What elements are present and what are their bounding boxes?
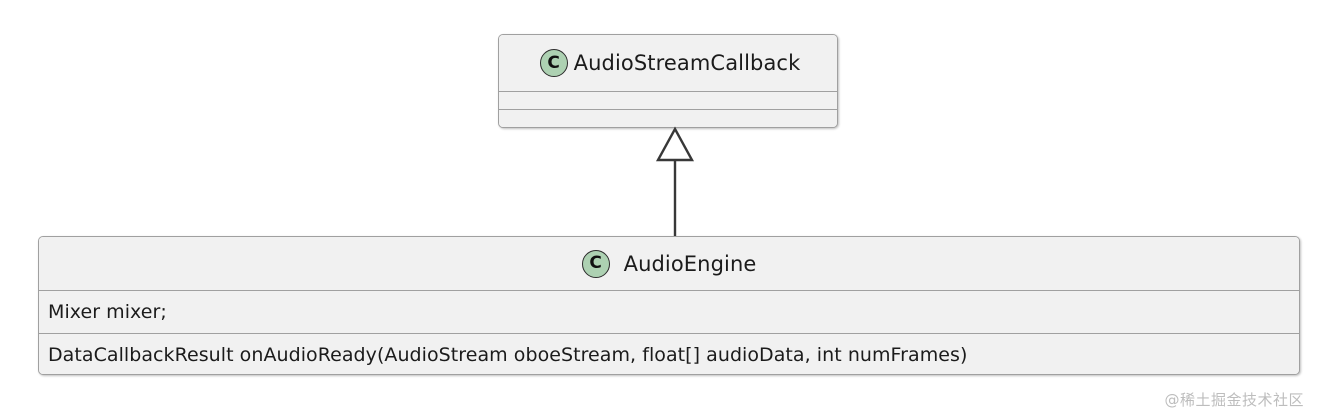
- watermark-label: @稀土掘金技术社区: [1164, 391, 1304, 409]
- class-methods-compartment-audioengine: DataCallbackResult onAudioReady(AudioStr…: [39, 333, 1299, 374]
- class-name-label: AudioStreamCallback: [573, 51, 801, 75]
- class-icon-letter: C: [589, 253, 602, 273]
- class-icon-letter: C: [547, 52, 560, 73]
- class-title-audiostreamcallback: C AudioStreamCallback: [499, 35, 837, 91]
- generalization-arrow-audioengine-to-audiostreamcallback: [655, 126, 695, 240]
- class-box-audiostreamcallback[interactable]: C AudioStreamCallback: [498, 34, 838, 128]
- class-name-label: AudioEngine: [623, 251, 757, 276]
- class-attributes-compartment-audiostreamcallback: [499, 91, 837, 109]
- hollow-triangle-arrowhead-icon: [655, 126, 695, 162]
- class-method-item: DataCallbackResult onAudioReady(AudioStr…: [48, 344, 968, 366]
- class-title-audioengine: C AudioEngine: [39, 237, 1299, 290]
- class-attributes-compartment-audioengine: Mixer mixer;: [39, 290, 1299, 333]
- class-attribute-item: Mixer mixer;: [48, 301, 167, 323]
- class-methods-compartment-audiostreamcallback: [499, 109, 837, 127]
- class-circle-c-icon: C: [581, 249, 610, 278]
- class-box-audioengine[interactable]: C AudioEngine Mixer mixer; DataCallbackR…: [38, 236, 1300, 375]
- class-circle-c-icon: C: [539, 49, 568, 77]
